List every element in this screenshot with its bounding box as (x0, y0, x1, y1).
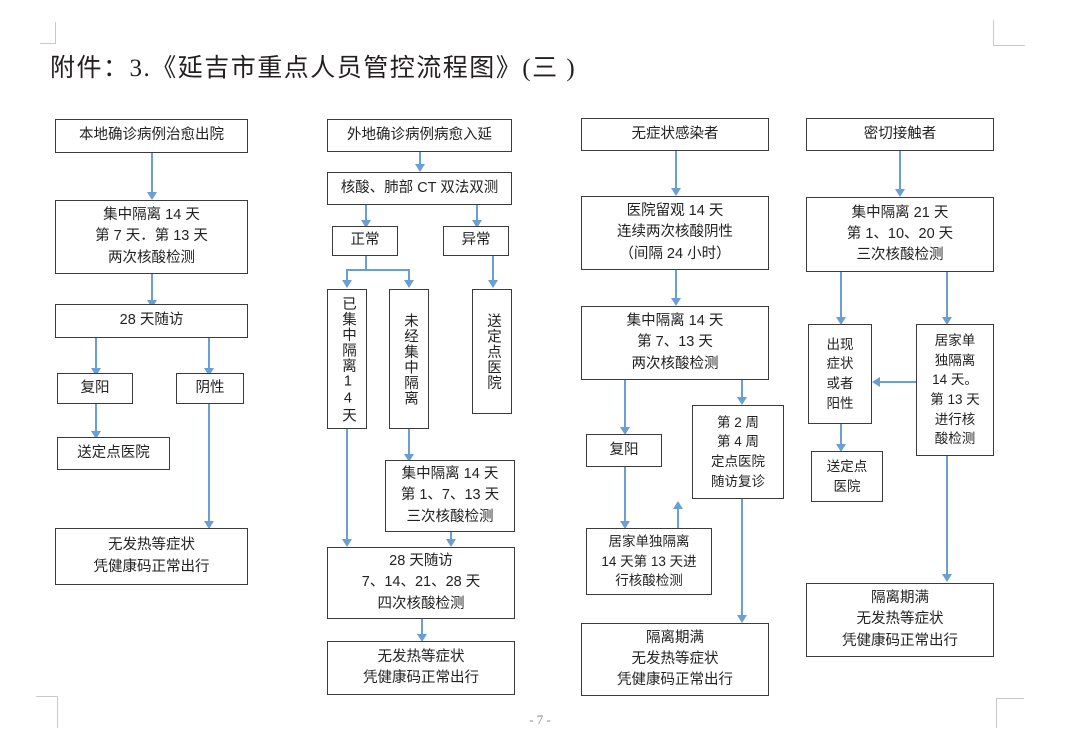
connector-c2-3-6 (408, 269, 410, 282)
flow-node-centralized-quarantine-14[interactable]: 集中隔离 14 天 第 7 天．第 13 天 两次核酸检测 (55, 200, 248, 274)
flow-node-not-quarantined[interactable]: 未经集中隔离 (389, 289, 429, 429)
connector-c2-9-10 (421, 619, 423, 636)
connector-c3-3-5 (741, 380, 743, 399)
arrowhead-c2-1-2 (415, 164, 425, 172)
flow-node-abnormal[interactable]: 异常 (443, 226, 509, 256)
arrowhead-c3-3-4 (620, 427, 630, 435)
arrowhead-c3-2-3 (671, 298, 681, 306)
flow-node-home-isolation-14-c4[interactable]: 居家单 独隔离 14 天。 第 13 天 进行核 酸检测 (916, 324, 994, 456)
crop-mark-bottom-left (36, 696, 58, 728)
arrowhead-c2-8-9 (446, 539, 456, 547)
page-title: 附件：3.《延吉市重点人员管控流程图》(三 ) (50, 55, 577, 82)
arrowhead-c4-3-5 (836, 444, 846, 452)
flow-node-no-fever-normal-travel-c2[interactable]: 无发热等症状 凭健康码正常出行 (327, 641, 515, 695)
arrowhead-c4-2-3 (836, 317, 846, 325)
flow-node-repositive-c3[interactable]: 复阳 (586, 434, 662, 467)
crop-mark-top-left (40, 22, 56, 44)
connector-c3-4-6 (624, 467, 626, 523)
arrowhead-c3-3-5 (737, 397, 747, 405)
crop-mark-bottom-right (996, 698, 1024, 728)
connector-c3-5-7 (741, 499, 743, 617)
flow-node-local-confirmed-cured[interactable]: 本地确诊病例治愈出院 (55, 119, 248, 153)
connector-c1-1-2 (151, 153, 153, 194)
connector-c1-3-5 (208, 338, 210, 370)
connector-c1-5-7 (208, 404, 210, 523)
arrowhead-c2-3-5 (342, 280, 352, 288)
flow-node-designated-hospital-followup[interactable]: 第 2 周 第 4 周 定点医院 随访复诊 (692, 405, 784, 499)
connector-c4-3-5 (840, 424, 842, 446)
connector-c2-2-3 (365, 205, 367, 222)
arrowhead-c4-4-3 (872, 377, 880, 387)
connector-c2-8-9 (450, 532, 452, 543)
flow-node-hospital-observation-14[interactable]: 医院留观 14 天 连续两次核酸阴性 （间隔 24 小时） (581, 196, 769, 270)
flow-node-outside-confirmed-entering[interactable]: 外地确诊病例病愈入延 (327, 119, 512, 152)
arrowhead-c1-3-4 (91, 368, 101, 376)
connector-c3-1-2 (675, 151, 677, 190)
flow-node-quarantine-complete-c4[interactable]: 隔离期满 无发热等症状 凭健康码正常出行 (806, 583, 994, 657)
connector-c2-3-split-bar (346, 269, 409, 271)
arrowhead-c2-9-10 (417, 634, 427, 642)
arrowhead-c4-4-6 (942, 574, 952, 582)
connector-c2-3-split-stem (365, 256, 367, 270)
connector-c2-2-4 (476, 205, 478, 222)
flow-node-send-designated-hospital-c2[interactable]: 送定点医院 (472, 289, 512, 414)
connector-c4-2-4 (946, 272, 948, 319)
flow-node-28-day-followup[interactable]: 28 天随访 (55, 304, 248, 338)
arrowhead-c2-3-6 (404, 280, 414, 288)
arrowhead-c3-5-7 (737, 615, 747, 623)
crop-mark-top-right (993, 20, 1025, 46)
connector-c1-4-6 (95, 404, 97, 433)
flow-node-send-designated-hospital-c4[interactable]: 送定点 医院 (811, 451, 883, 502)
page-number: - 7 - (529, 712, 551, 727)
flow-node-normal[interactable]: 正常 (332, 226, 398, 256)
connector-c3-2-3 (675, 270, 677, 300)
connector-c4-4-6 (946, 456, 948, 576)
connector-c2-3-5 (346, 269, 348, 282)
flow-node-centralized-quarantine-14-c3[interactable]: 集中隔离 14 天 第 7、13 天 两次核酸检测 (581, 306, 769, 380)
flow-node-negative[interactable]: 阴性 (176, 373, 244, 404)
arrowhead-c1-4-6 (91, 431, 101, 439)
connector-c4-4-3 (880, 381, 916, 383)
arrowhead-c4-2-4 (942, 317, 952, 325)
flow-node-repositive[interactable]: 复阳 (57, 373, 133, 404)
arrowhead-c3-1-2 (671, 188, 681, 196)
arrowhead-c4-1-2 (895, 189, 905, 197)
arrowhead-c2-6-8 (404, 454, 414, 462)
connector-c2-6-8 (408, 429, 410, 456)
flow-node-centralized-quarantine-14-c2[interactable]: 集中隔离 14 天 第 1、7、13 天 三次核酸检测 (385, 460, 515, 532)
arrowhead-c1-1-2 (147, 192, 157, 200)
connector-c4-1-2 (899, 151, 901, 191)
flow-node-asymptomatic-carrier[interactable]: 无症状感染者 (581, 118, 769, 151)
flow-node-close-contact[interactable]: 密切接触者 (806, 118, 994, 151)
flow-node-28-day-followup-c2[interactable]: 28 天随访 7、14、21、28 天 四次核酸检测 (327, 547, 515, 619)
arrowhead-c3-4-6 (620, 521, 630, 529)
arrowhead-c2-2-3 (361, 220, 371, 228)
arrowhead-c2-5-9 (342, 539, 352, 547)
connector-c1-3-4 (95, 338, 97, 370)
flow-node-already-quarantined-14[interactable]: 已集中隔离14天 (327, 289, 367, 429)
connector-c2-4-7 (492, 256, 494, 282)
flow-node-centralized-quarantine-21[interactable]: 集中隔离 21 天 第 1、10、20 天 三次核酸检测 (806, 197, 994, 272)
connector-c1-2-3 (151, 274, 153, 302)
flow-node-send-to-designated-hospital[interactable]: 送定点医院 (57, 437, 170, 470)
flow-node-quarantine-complete-c3[interactable]: 隔离期满 无发热等症状 凭健康码正常出行 (581, 623, 769, 696)
arrowhead-c3-6-5 (673, 501, 683, 509)
connector-c4-2-3 (840, 272, 842, 319)
arrowhead-c1-5-7 (204, 521, 214, 529)
connector-c3-6-5 (677, 509, 679, 528)
flow-node-home-isolation-14-c3[interactable]: 居家单独隔离 14 天第 13 天进 行核酸检测 (586, 528, 712, 595)
arrowhead-c2-4-7 (488, 280, 498, 288)
connector-c2-5-9 (346, 429, 348, 541)
flow-node-symptoms-or-positive[interactable]: 出现 症状 或者 阳性 (808, 324, 872, 424)
connector-c2-1-2 (419, 152, 421, 166)
flow-node-no-fever-normal-travel[interactable]: 无发热等症状 凭健康码正常出行 (55, 528, 248, 585)
flow-node-pcr-and-ct-dual-test[interactable]: 核酸、肺部 CT 双法双测 (327, 172, 512, 205)
connector-c3-3-4 (624, 380, 626, 429)
arrowhead-c1-3-5 (204, 368, 214, 376)
arrowhead-c2-2-4 (472, 220, 482, 228)
